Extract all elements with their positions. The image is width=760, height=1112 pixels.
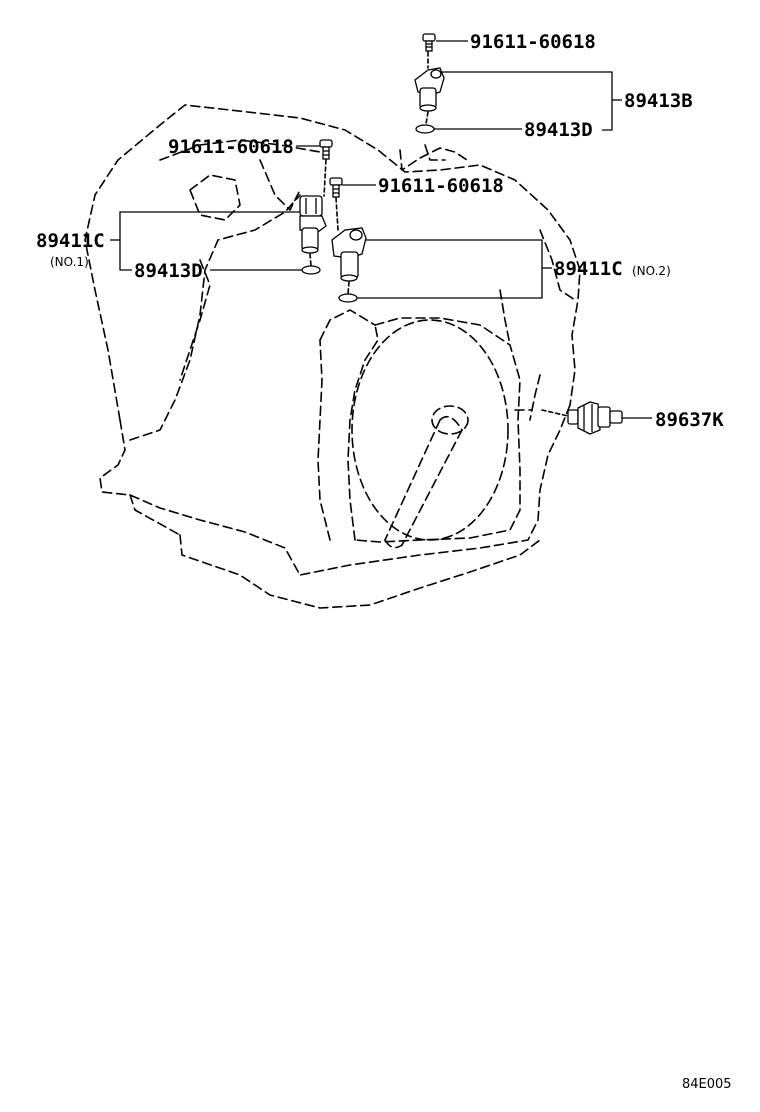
speed-sensor-b-icon — [414, 67, 445, 112]
pressure-switch-icon — [567, 401, 623, 435]
label-oring-left: 89413D — [134, 260, 203, 282]
bolt-mid-icon — [329, 177, 343, 198]
label-pressure-switch: 89637K — [655, 409, 724, 431]
o-ring-no2-icon — [338, 293, 358, 303]
label-sensor-no1: 89411C — [36, 230, 105, 252]
bolt-left-icon — [319, 139, 333, 160]
o-ring-top-icon — [415, 124, 435, 134]
label-sensor-no2: 89411C — [554, 258, 623, 280]
leader-lines — [110, 40, 652, 419]
label-sensor-no1-sub: (NO.1) — [50, 255, 89, 269]
figure-code: 84E005 — [682, 1077, 732, 1092]
bolt-top-icon — [422, 33, 436, 52]
label-sensor-89413b: 89413B — [624, 90, 693, 112]
o-ring-left-icon — [301, 265, 321, 275]
label-bolt-mid: 91611-60618 — [378, 175, 504, 197]
label-sensor-no2-sub: (NO.2) — [632, 264, 671, 278]
speed-sensor-no1-icon — [299, 195, 327, 254]
transmission-housing-outline — [84, 104, 581, 609]
label-bolt-left: 91611-60618 — [168, 136, 294, 158]
label-bolt-top: 91611-60618 — [470, 31, 596, 53]
label-oring-top: 89413D — [524, 119, 593, 141]
speed-sensor-no2-icon — [331, 227, 367, 282]
